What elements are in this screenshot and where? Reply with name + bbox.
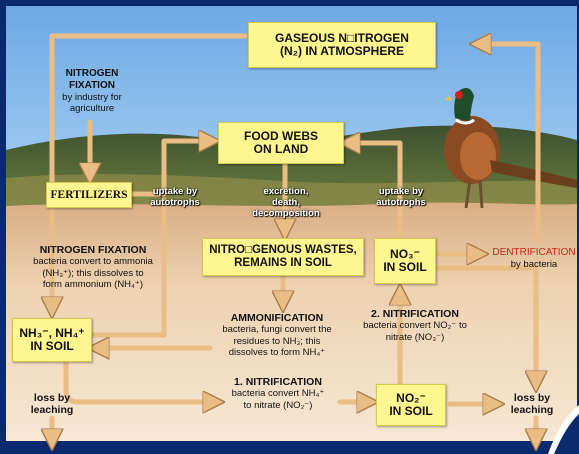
nfix-desc1: bacteria convert to ammonia [8, 256, 178, 267]
excretion-3: decomposition [244, 208, 328, 219]
ammon-desc3: dissolves to form NH₄⁺ [206, 347, 348, 358]
nitr2-title: 2. NITRIFICATION [360, 308, 470, 320]
leach-right-1: loss by [500, 392, 564, 404]
nh-soil: IN SOIL [30, 340, 73, 353]
label-uptake-right: uptake by autotrophs [366, 186, 436, 208]
label-uptake-left: uptake by autotrophs [140, 186, 210, 208]
uptake-right-1: uptake by [366, 186, 436, 197]
foodwebs-line1: FOOD WEBS [244, 130, 318, 143]
wastes-line2: REMAINS IN SOIL [234, 257, 332, 270]
foodwebs-line2: ON LAND [254, 143, 309, 156]
label-nitrogen-fixation: NITROGEN FIXATION bacteria convert to am… [8, 244, 178, 290]
gaseous-line1: GASEOUS N□ITROGEN [275, 32, 409, 45]
label-nfix-industry: NITROGEN FIXATION by industry for agricu… [50, 68, 134, 114]
box-no2-in-soil: NO₂⁻ IN SOIL [376, 384, 446, 426]
box-food-webs: FOOD WEBS ON LAND [218, 122, 344, 164]
denitrification-by: by bacteria [486, 259, 579, 270]
nitr1-title: 1. NITRIFICATION [214, 376, 342, 388]
label-nitrification-1: 1. NITRIFICATION bacteria convert NH₄⁺ t… [214, 376, 342, 411]
denitrification-title: DENTRIFICATION [486, 247, 579, 259]
nitr2-desc1: bacteria convert NO₂⁻ to [360, 320, 470, 331]
no2-soil: IN SOIL [389, 405, 432, 418]
ammon-title: AMMONIFICATION [206, 312, 348, 324]
box-gaseous-nitrogen: GASEOUS N□ITROGEN (N₂) IN ATMOSPHERE [248, 22, 436, 68]
label-denitrification: DENTRIFICATION by bacteria [486, 247, 579, 270]
ammon-desc2: residues to NH₃; this [206, 336, 348, 347]
wastes-line1: NITRO□GENOUS WASTES, [209, 244, 357, 257]
fertilizers-label: FERTILIZERS [51, 189, 128, 202]
nfix-industry-title: NITROGEN [50, 68, 134, 80]
nitr2-desc2: nitrate (NO₃⁻) [360, 332, 470, 343]
box-nitrogenous-wastes: NITRO□GENOUS WASTES, REMAINS IN SOIL [202, 238, 364, 276]
leach-left-2: leaching [22, 404, 82, 416]
box-fertilizers: FERTILIZERS [46, 182, 132, 208]
nfix-industry-desc2: agriculture [50, 103, 134, 114]
box-nh-in-soil: NH₃⁻, NH₄⁺ IN SOIL [12, 318, 92, 362]
nfix-desc3: form ammonium (NH₄⁺) [8, 279, 178, 290]
uptake-right-2: autotrophs [366, 197, 436, 208]
box-no3-in-soil: NO₃⁻ IN SOIL [374, 238, 436, 284]
nh-formula: NH₃⁻, NH₄⁺ [19, 327, 84, 340]
nitr1-desc2: to nitrate (NO₂⁻) [214, 400, 342, 411]
nfix-industry-desc: by industry for [50, 92, 134, 103]
label-nitrification-2: 2. NITRIFICATION bacteria convert NO₂⁻ t… [360, 308, 470, 343]
uptake-left-2: autotrophs [140, 197, 210, 208]
nfix-desc2: (NH₃⁺); this dissolves to [8, 268, 178, 279]
uptake-left-1: uptake by [140, 186, 210, 197]
label-ammonification: AMMONIFICATION bacteria, fungi convert t… [206, 312, 348, 358]
no2-formula: NO₂⁻ [396, 392, 426, 405]
label-leaching-right: loss by leaching [500, 392, 564, 417]
no3-soil: IN SOIL [383, 261, 426, 274]
excretion-2: death, [244, 197, 328, 208]
ammon-desc1: bacteria, fungi convert the [206, 324, 348, 335]
nfix-title: NITROGEN FIXATION [8, 244, 178, 256]
nfix-industry-title2: FIXATION [50, 80, 134, 92]
excretion-1: excretion, [244, 186, 328, 197]
nitr1-desc1: bacteria convert NH₄⁺ [214, 388, 342, 399]
no3-formula: NO₃⁻ [390, 248, 420, 261]
label-excretion: excretion, death, decomposition [244, 186, 328, 220]
leach-left-1: loss by [22, 392, 82, 404]
leach-right-2: leaching [500, 404, 564, 416]
gaseous-line2: (N₂) IN ATMOSPHERE [280, 45, 404, 58]
label-leaching-left: loss by leaching [22, 392, 82, 417]
